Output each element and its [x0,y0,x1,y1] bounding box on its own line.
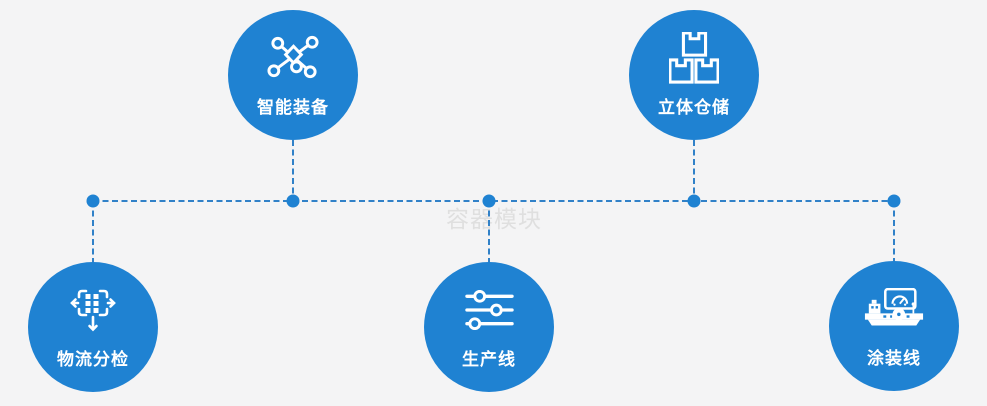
node-production-line: 生产线 [424,262,554,392]
watermark: 容器模块 [446,206,542,232]
node-cubic-warehouse: 立体仓储 [629,10,759,140]
junction-dot [286,194,300,208]
junction-dots [86,194,901,208]
junction-dot [887,194,901,208]
node-label: 物流分检 [57,350,129,369]
junction-dot [86,194,100,208]
node-smart-equipment: 智能装备 [228,10,358,140]
junction-dot [482,194,496,208]
node-label: 涂装线 [867,349,921,368]
network-nodes-icon [266,31,321,85]
move-grid-icon [69,283,117,337]
junction-dot [687,194,701,208]
node-label: 立体仓储 [658,98,730,117]
node-label: 生产线 [462,350,516,369]
node-label: 智能装备 [257,98,329,117]
machine-icon [863,282,925,336]
stacked-boxes-icon [669,31,719,85]
sliders-icon [464,283,514,337]
node-coating-line: 涂装线 [829,261,959,391]
node-logistics-sorting: 物流分检 [28,262,158,392]
